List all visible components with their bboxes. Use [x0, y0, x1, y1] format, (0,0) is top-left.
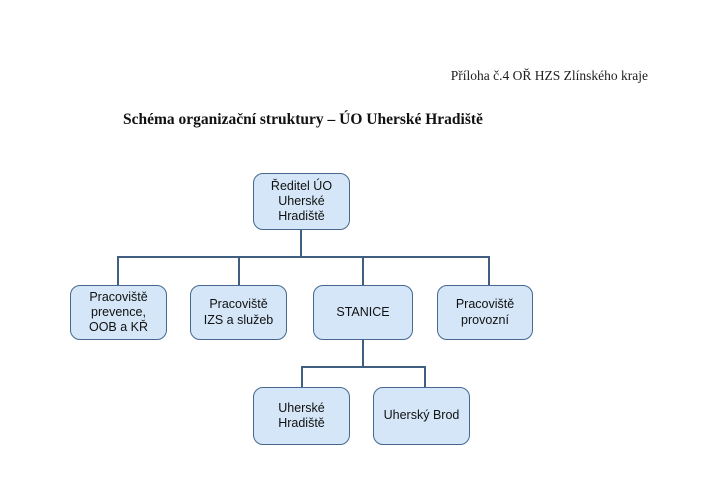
connector-level2-horizontal [117, 256, 490, 258]
connector-drop-uherske-hradiste [301, 367, 303, 387]
org-node-provozni: Pracoviště provozní [437, 285, 533, 340]
page-title: Schéma organizační struktury – ÚO Uhersk… [123, 111, 483, 128]
connector-root-vertical [300, 230, 302, 257]
org-node-director: Ředitel ÚO Uherské Hradiště [253, 173, 350, 230]
connector-drop-provozni [488, 257, 490, 285]
connector-drop-prevence [117, 257, 119, 285]
connector-drop-uhersky-brod [424, 367, 426, 387]
connector-level3-horizontal [301, 366, 426, 368]
connector-stanice-vertical [362, 340, 364, 367]
org-node-prevence-oob-kr: Pracoviště prevence, OOB a KŘ [70, 285, 167, 340]
attachment-note: Příloha č.4 OŘ HZS Zlínského kraje [450, 68, 648, 83]
connector-drop-izs [238, 257, 240, 285]
org-node-uherske-hradiste: Uherské Hradiště [253, 387, 350, 445]
org-node-stanice: STANICE [313, 285, 413, 340]
org-node-uhersky-brod: Uherský Brod [373, 387, 470, 445]
org-node-izs-sluzeb: Pracoviště IZS a služeb [190, 285, 287, 340]
connector-drop-stanice [362, 257, 364, 285]
